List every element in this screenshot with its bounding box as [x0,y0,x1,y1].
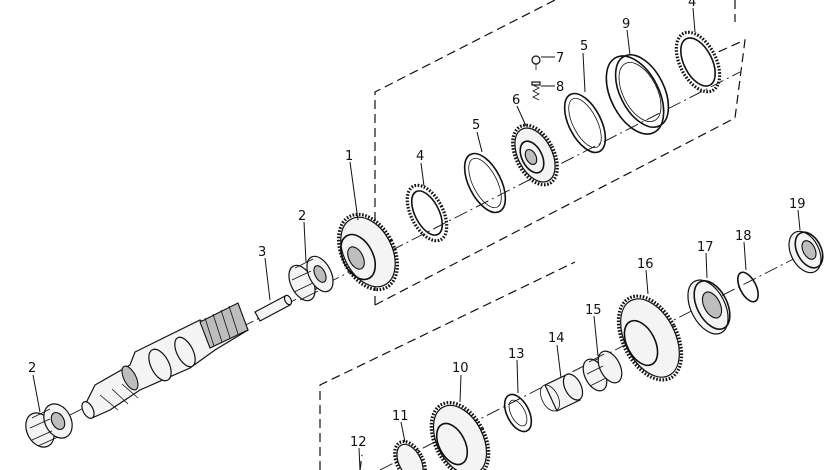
gear-1 [336,212,400,292]
callout-labels: 1 2 2 3 4 4 5 5 6 7 8 9 10 11 12 13 14 1… [28,0,806,450]
detent-ball-7 [531,55,541,70]
gear-16 [616,294,684,382]
callout-6: 6 [512,93,520,108]
main-shaft [81,302,249,419]
callout-16: 16 [637,257,654,272]
callout-2-upper: 2 [298,209,306,224]
ring-5-right [563,92,607,154]
leader-lines [32,7,801,470]
callout-4-left: 4 [416,149,424,164]
needle-bearing-2-left [25,403,73,448]
callout-8: 8 [556,80,564,95]
upper-assembly-outline [374,0,746,306]
synchro-hub-6 [511,123,559,187]
synchro-ring-4-left [405,183,449,243]
callout-1: 1 [345,149,353,164]
callout-18: 18 [735,229,752,244]
callout-2-left: 2 [28,361,36,376]
ring-5-left [463,152,507,214]
callout-10: 10 [452,361,469,376]
ring-13 [503,393,533,433]
callout-15: 15 [585,303,602,318]
pin-3 [254,294,293,322]
needle-bearing-15 [582,350,623,392]
bearing-17 [687,279,731,335]
callout-5-left: 5 [472,118,480,133]
detent-spring-8 [531,81,541,101]
callout-19: 19 [789,197,806,212]
needle-bearing-2-upper [288,255,334,302]
callout-17: 17 [697,240,714,255]
callout-14: 14 [548,331,565,346]
gear-10 [429,400,491,470]
callout-5-right: 5 [580,39,588,54]
bearing-19 [788,230,824,274]
callout-4-right: 4 [688,0,696,10]
callout-11: 11 [392,409,409,424]
callout-3: 3 [258,245,266,260]
bushing-14 [540,373,584,412]
callout-7: 7 [556,51,564,66]
snap-ring-18 [737,271,759,303]
gear-11 [393,439,427,470]
callout-9: 9 [622,17,630,32]
callout-13: 13 [508,347,525,362]
sleeve-9 [605,54,670,135]
synchro-ring-4-right [674,30,722,94]
callout-12: 12 [350,435,367,450]
